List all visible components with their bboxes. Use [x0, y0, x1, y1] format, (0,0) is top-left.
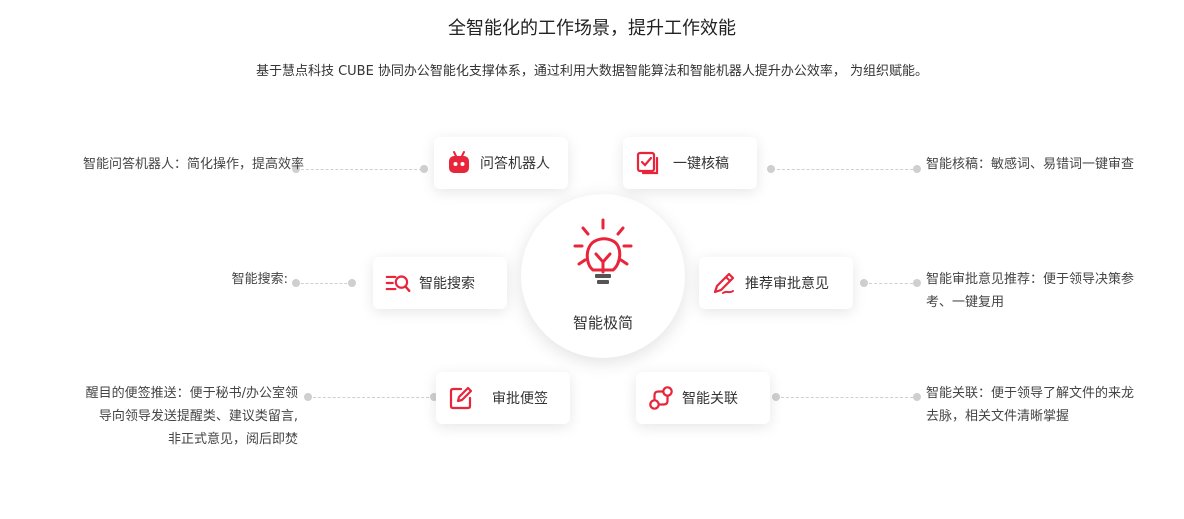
lightbulb-icon — [573, 218, 633, 284]
feature-label-note: 审批便签 — [492, 391, 548, 407]
feature-card-proofread[interactable]: 一键核稿 — [623, 137, 757, 189]
desc-line: 去脉，相关文件清晰掌握 — [926, 409, 1070, 424]
desc-line: 非正式意见，阅后即焚 — [167, 432, 298, 447]
connector-dot — [767, 165, 775, 173]
link-icon — [648, 385, 674, 411]
desc-line: 考、一键复用 — [926, 295, 1005, 310]
robot-icon — [446, 150, 472, 176]
connector-dot — [292, 279, 300, 287]
pen-icon — [711, 270, 737, 296]
connector-note — [308, 397, 434, 398]
feature-label-link: 智能关联 — [682, 391, 738, 407]
connector-dot — [420, 165, 428, 173]
connector-dot — [860, 279, 868, 287]
desc-line: 智能审批意见推荐：便于领导决策参 — [926, 272, 1135, 287]
feature-card-robot[interactable]: 问答机器人 — [434, 137, 568, 189]
connector-dot — [913, 165, 921, 173]
desc-line: 醒目的便签推送：便于秘书/办公室领 — [85, 386, 298, 401]
feature-desc-link: 智能关联：便于领导了解文件的来龙 去脉，相关文件清晰掌握 — [926, 382, 1184, 428]
connector-dot — [772, 393, 780, 401]
connector-robot — [296, 169, 422, 170]
page-subtitle: 基于慧点科技 CUBE 协同办公智能化支撑体系，通过利用大数据智能算法和智能机器… — [255, 64, 929, 79]
edit-note-icon — [448, 385, 474, 411]
connector-dot — [913, 279, 921, 287]
center-circle: 智能极简 — [521, 194, 685, 358]
feature-label-approval: 推荐审批意见 — [745, 276, 829, 292]
connector-dot — [348, 279, 356, 287]
feature-desc-search: 智能搜索: — [231, 272, 288, 287]
feature-desc-robot: 智能问答机器人：简化操作，提高效率 — [82, 157, 304, 172]
search-icon — [385, 270, 411, 296]
feature-desc-proofread: 智能核稿：敏感词、易错词一键审查 — [926, 157, 1135, 172]
connector-dot — [913, 393, 921, 401]
connector-search — [296, 283, 352, 284]
feature-label-search: 智能搜索 — [419, 276, 475, 292]
connector-dot — [430, 393, 438, 401]
feature-card-link[interactable]: 智能关联 — [636, 372, 770, 424]
page-title: 全智能化的工作场景，提升工作效能 — [448, 18, 736, 39]
proofread-icon — [635, 150, 661, 176]
desc-line: 智能关联：便于领导了解文件的来龙 — [926, 386, 1135, 401]
connector-approval — [864, 283, 918, 284]
feature-card-note[interactable]: 审批便签 — [436, 372, 570, 424]
connector-dot — [292, 165, 300, 173]
feature-label-proofread: 一键核稿 — [673, 156, 729, 172]
connector-link — [776, 397, 918, 398]
center-label: 智能极简 — [572, 314, 633, 332]
connector-proofread — [772, 169, 918, 170]
feature-label-robot: 问答机器人 — [480, 156, 550, 172]
desc-line: 导向领导发送提醒类、建议类留言, — [98, 409, 298, 424]
feature-card-search[interactable]: 智能搜索 — [373, 257, 507, 309]
connector-dot — [304, 393, 312, 401]
feature-desc-approval: 智能审批意见推荐：便于领导决策参 考、一键复用 — [926, 268, 1184, 314]
feature-desc-note: 醒目的便签推送：便于秘书/办公室领 导向领导发送提醒类、建议类留言, 非正式意见… — [8, 382, 298, 451]
feature-card-approval[interactable]: 推荐审批意见 — [699, 257, 853, 309]
